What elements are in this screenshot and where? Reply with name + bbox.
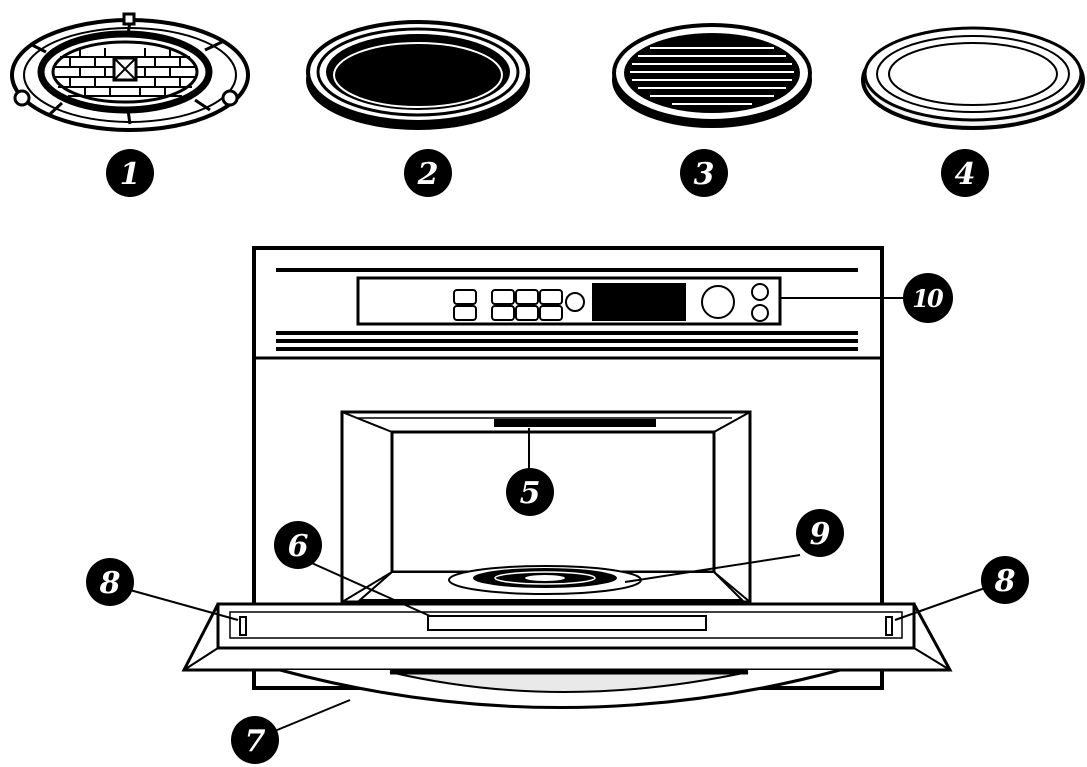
- panel-button[interactable]: [515, 289, 539, 305]
- svg-text:4: 4: [955, 157, 976, 192]
- callout-8-left: 8: [86, 558, 134, 606]
- callout-6: 6: [274, 521, 322, 569]
- panel-round-button[interactable]: [751, 283, 769, 301]
- svg-text:3: 3: [694, 157, 715, 192]
- panel-button[interactable]: [539, 305, 563, 321]
- microwave-oven: [181, 246, 953, 709]
- panel-round-button[interactable]: [751, 304, 769, 322]
- callout-10: 10: [903, 273, 953, 323]
- svg-text:8: 8: [994, 564, 1016, 599]
- door-latch-slot: [427, 615, 707, 631]
- accessory-grill-plate: [612, 23, 812, 128]
- display-screen: [592, 283, 686, 321]
- callout-2: 2: [404, 149, 452, 197]
- leader-lines: [129, 297, 986, 736]
- svg-text:2: 2: [417, 157, 439, 192]
- panel-button[interactable]: [453, 289, 477, 305]
- latch-pin-right: [885, 616, 893, 636]
- callout-8-right: 8: [981, 556, 1029, 604]
- callout-4: 4: [941, 149, 989, 197]
- accessory-glass-tray: [861, 26, 1085, 130]
- svg-text:6: 6: [288, 529, 309, 564]
- callout-5: 5: [506, 468, 554, 516]
- top-vent: [494, 419, 656, 427]
- callout-1: 1: [106, 149, 154, 197]
- panel-button[interactable]: [491, 289, 515, 305]
- panel-knob-small[interactable]: [565, 292, 585, 312]
- svg-text:9: 9: [810, 517, 831, 552]
- callout-7: 7: [231, 716, 279, 764]
- svg-text:10: 10: [912, 284, 944, 313]
- panel-button[interactable]: [515, 305, 539, 321]
- panel-button[interactable]: [539, 289, 563, 305]
- svg-text:8: 8: [99, 566, 121, 601]
- panel-button[interactable]: [491, 305, 515, 321]
- callout-9: 9: [796, 509, 844, 557]
- accessory-dark-plate: [306, 20, 530, 130]
- svg-text:7: 7: [245, 724, 266, 759]
- latch-pin-left: [239, 616, 247, 636]
- callout-3: 3: [680, 149, 728, 197]
- turntable: [448, 565, 642, 595]
- svg-text:1: 1: [120, 157, 141, 192]
- oven-door[interactable]: [181, 602, 953, 709]
- accessory-rack: [10, 12, 250, 132]
- control-panel: [356, 276, 782, 326]
- vent-slats: [276, 331, 858, 351]
- panel-dial[interactable]: [701, 285, 735, 319]
- svg-text:5: 5: [520, 476, 541, 511]
- panel-button[interactable]: [453, 305, 477, 321]
